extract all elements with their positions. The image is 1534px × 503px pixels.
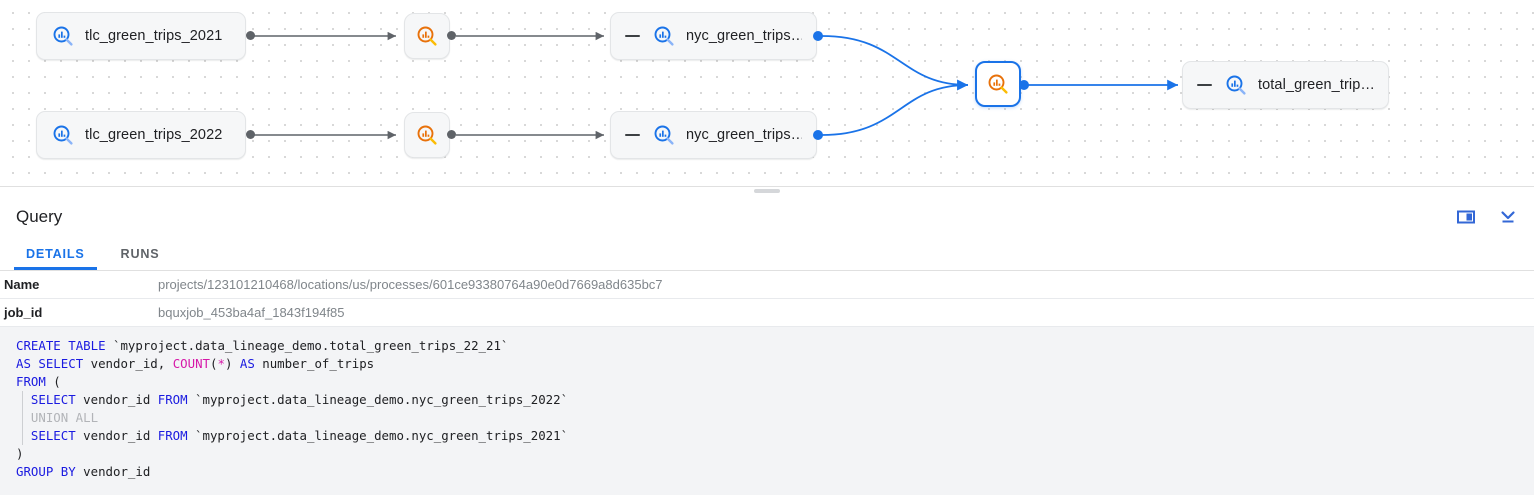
sql-code-block[interactable]: CREATE TABLE `myproject.data_lineage_dem… [0, 327, 1534, 495]
split-panel-icon[interactable] [1456, 207, 1476, 227]
lineage-node-nyc-green-trips-2022[interactable]: nyc_green_trips… [610, 111, 817, 159]
lineage-node-label: tlc_green_trips_2021 [85, 28, 223, 44]
panel-header: Query [0, 195, 1534, 239]
tab-details[interactable]: DETAILS [12, 238, 99, 270]
bigquery-table-icon [1226, 75, 1246, 95]
panel-tabs: DETAILS RUNS [0, 239, 1534, 271]
bigquery-table-icon [53, 125, 73, 145]
collapse-panel-icon[interactable] [1498, 207, 1518, 227]
detail-key: Name [4, 277, 40, 292]
bigquery-process-icon [988, 74, 1008, 94]
splitter-grip-icon[interactable] [754, 189, 780, 193]
detail-value: bquxjob_453ba4af_1843f194f85 [158, 305, 345, 320]
lineage-node-label: total_green_trip… [1258, 77, 1374, 93]
lineage-node-nyc-green-trips-2021[interactable]: nyc_green_trips… [610, 12, 817, 60]
node-output-port[interactable] [1019, 80, 1029, 90]
lineage-graph-canvas[interactable]: tlc_green_trips_2021 tlc_green_trips_202… [0, 0, 1534, 186]
lineage-node-label: tlc_green_trips_2022 [85, 127, 223, 143]
bigquery-table-icon [53, 26, 73, 46]
lineage-node-process-2[interactable] [404, 112, 450, 158]
node-output-port[interactable] [813, 31, 823, 41]
detail-value: projects/123101210468/locations/us/proce… [158, 277, 663, 292]
node-output-port[interactable] [813, 130, 823, 140]
table-row: Name projects/123101210468/locations/us/… [0, 271, 1534, 299]
lineage-node-label: nyc_green_trips… [686, 28, 802, 44]
bigquery-process-icon [417, 26, 437, 46]
panel-header-actions [1456, 207, 1518, 227]
panel-resize-splitter[interactable] [0, 186, 1534, 195]
node-output-port[interactable] [447, 31, 456, 40]
lineage-node-process-1[interactable] [404, 13, 450, 59]
node-output-port[interactable] [246, 31, 255, 40]
detail-key: job_id [4, 305, 43, 320]
collapse-node-icon[interactable] [625, 34, 640, 38]
lineage-node-process-selected[interactable] [975, 61, 1021, 107]
sql-code-text: CREATE TABLE `myproject.data_lineage_dem… [16, 338, 569, 479]
bigquery-process-icon [417, 125, 437, 145]
collapse-node-icon[interactable] [625, 133, 640, 137]
lineage-node-label: nyc_green_trips… [686, 127, 802, 143]
details-table: Name projects/123101210468/locations/us/… [0, 271, 1534, 327]
lineage-node-tlc-green-trips-2021[interactable]: tlc_green_trips_2021 [36, 12, 246, 60]
query-details-panel: Query DETAILS RUNS Name projects [0, 195, 1534, 495]
indent-guide [22, 391, 23, 445]
tab-runs[interactable]: RUNS [107, 238, 174, 270]
table-row: job_id bquxjob_453ba4af_1843f194f85 [0, 299, 1534, 327]
bigquery-table-icon [654, 26, 674, 46]
node-output-port[interactable] [447, 130, 456, 139]
bigquery-table-icon [654, 125, 674, 145]
lineage-node-total-green-trips[interactable]: total_green_trip… [1182, 61, 1389, 109]
panel-title: Query [16, 207, 63, 226]
lineage-node-tlc-green-trips-2022[interactable]: tlc_green_trips_2022 [36, 111, 246, 159]
collapse-node-icon[interactable] [1197, 83, 1212, 87]
node-output-port[interactable] [246, 130, 255, 139]
